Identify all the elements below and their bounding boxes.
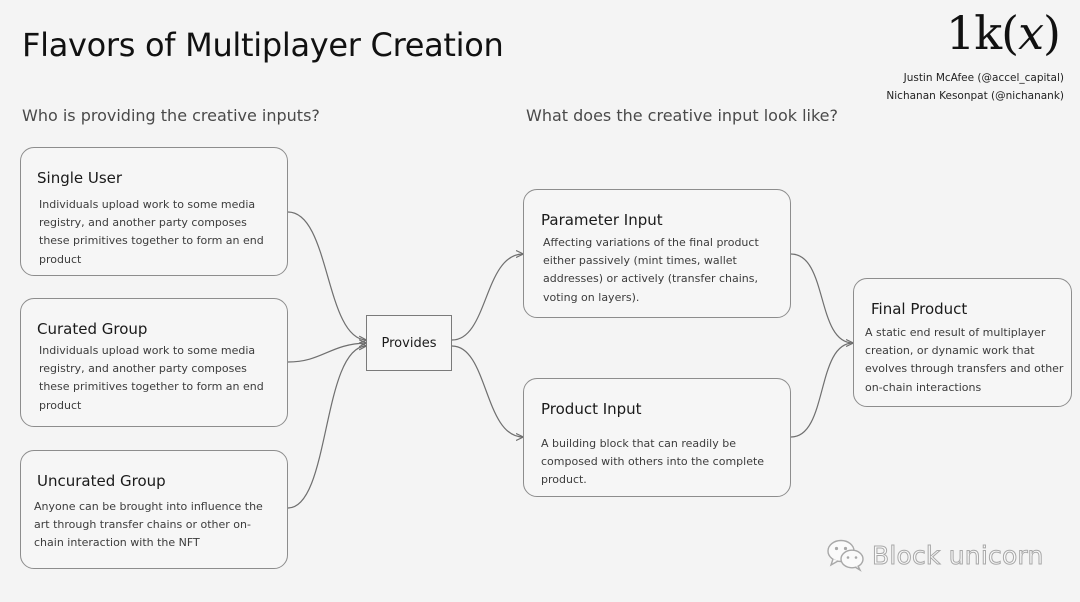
card-description: Affecting variations of the final produc…	[543, 236, 759, 304]
connector-product-to-final	[790, 342, 854, 438]
card-title: Product Input	[541, 400, 642, 418]
card-title: Final Product	[871, 300, 968, 318]
card-parameter-input: Parameter Input Affecting variations of …	[523, 189, 791, 318]
card-description: A building block that can readily be com…	[541, 437, 765, 487]
wechat-icon	[827, 539, 864, 572]
connector-curated-to-provides	[287, 343, 366, 363]
author-credit: Nichanan Kesonpat (@nichanank)	[886, 90, 1064, 102]
card-curated-group: Curated Group Individuals upload work to…	[20, 298, 288, 427]
card-title: Uncurated Group	[37, 472, 166, 490]
card-title: Parameter Input	[541, 211, 663, 229]
question-left: Who is providing the creative inputs?	[22, 106, 320, 125]
card-description: A static end result of multiplayer creat…	[865, 326, 1064, 394]
card-single-user: Single User Individuals upload work to s…	[20, 147, 288, 276]
provides-box: Provides	[366, 315, 452, 371]
card-title: Single User	[37, 169, 123, 187]
page-title: Flavors of Multiplayer Creation	[22, 26, 504, 64]
connector-single-to-provides	[287, 211, 366, 340]
watermark: Block unicorn	[826, 538, 1044, 572]
connector-provides-to-product	[451, 345, 523, 437]
card-final-product: Final Product A static end result of mul…	[853, 278, 1072, 407]
brand-logo: 1k(𝑥)	[946, 6, 1061, 60]
watermark-text: Block unicorn	[872, 540, 1044, 570]
connector-parameter-to-final	[790, 253, 853, 343]
author-credit: Justin McAfee (@accel_capital)	[903, 72, 1064, 84]
card-description: Individuals upload work to some media re…	[39, 344, 264, 412]
card-description: Individuals upload work to some media re…	[39, 198, 264, 266]
card-product-input: Product Input A building block that can …	[523, 378, 791, 497]
card-title: Curated Group	[37, 320, 148, 338]
card-uncurated-group: Uncurated Group Anyone can be brought in…	[20, 450, 288, 569]
card-description: Anyone can be brought into influence the…	[34, 500, 263, 550]
connector-uncurated-to-provides	[287, 346, 366, 509]
connector-provides-to-parameter	[451, 254, 523, 341]
question-right: What does the creative input look like?	[526, 106, 839, 125]
